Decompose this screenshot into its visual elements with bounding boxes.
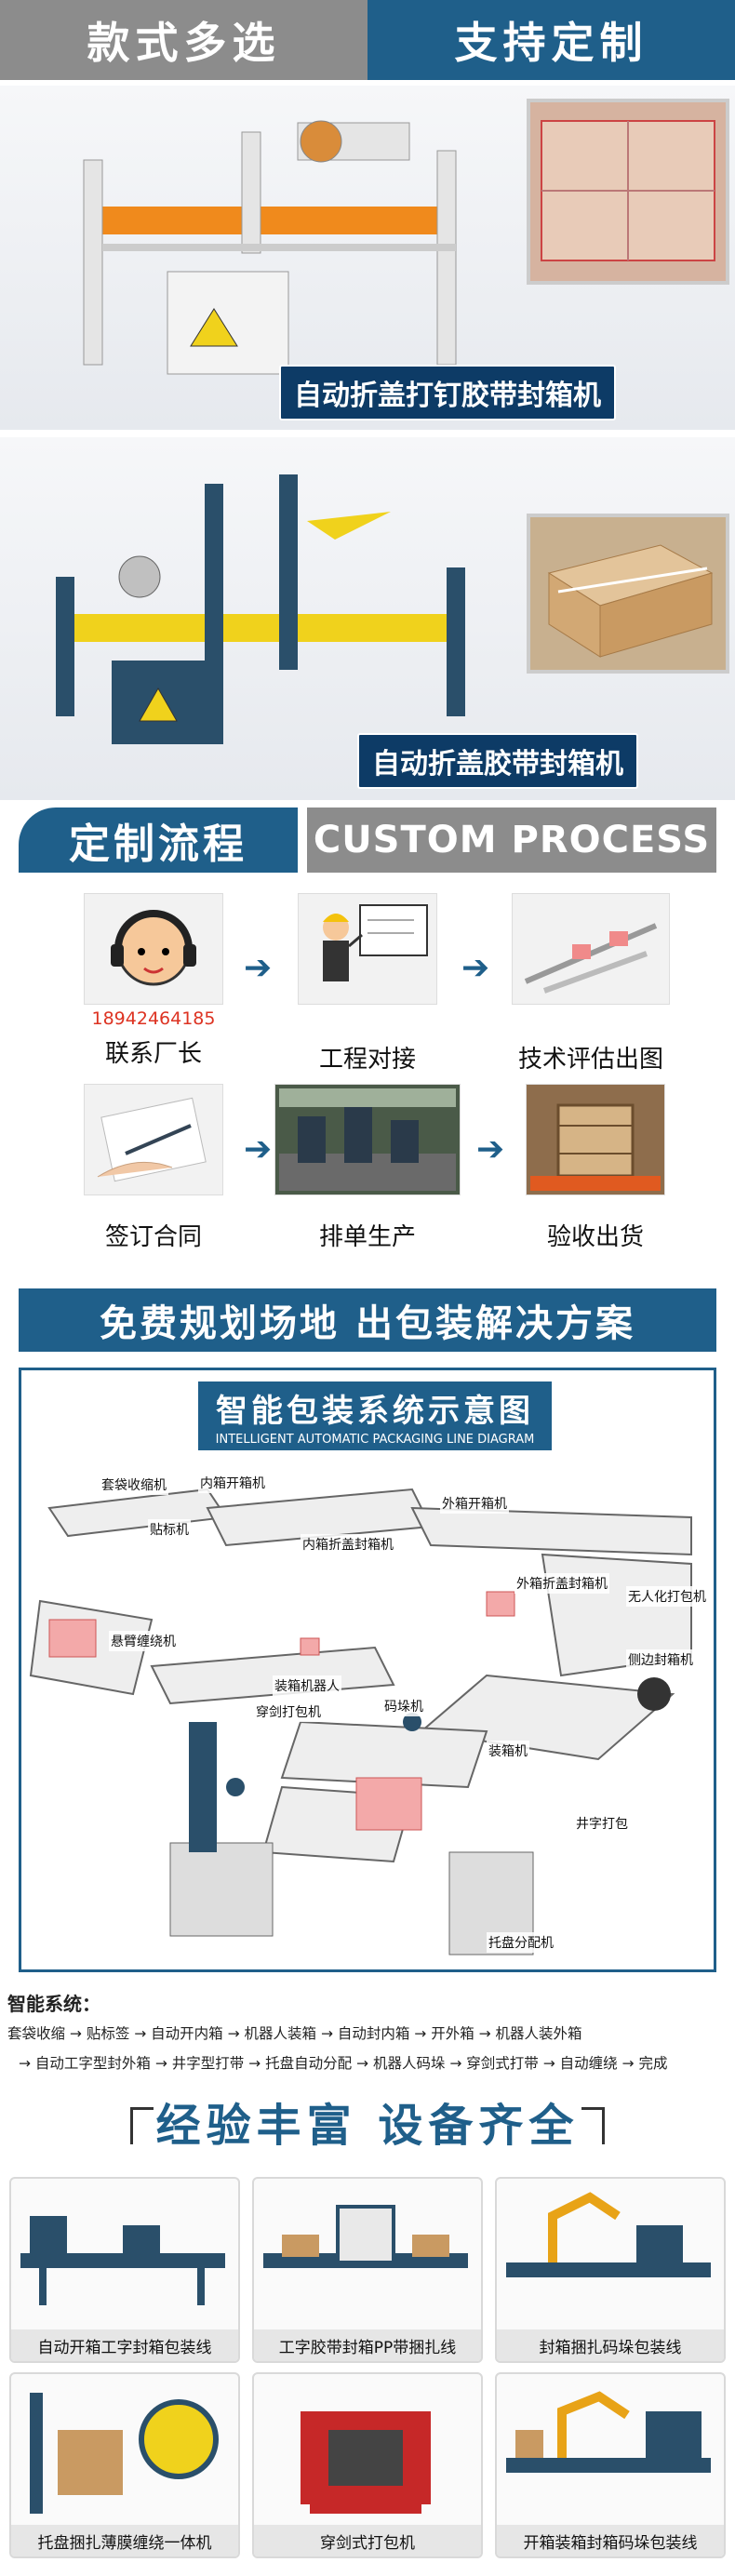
machine-illustration-1: [83, 120, 457, 375]
machine-illustration-2: [56, 474, 465, 744]
diagram-label: 码垛机: [382, 1696, 425, 1716]
diagram-title-box: 智能包装系统示意图 INTELLIGENT AUTOMATIC PACKAGIN…: [198, 1381, 552, 1450]
diagram-label: 外箱折盖封箱机: [514, 1573, 609, 1594]
packaging-line-diagram: 智能包装系统示意图 INTELLIGENT AUTOMATIC PACKAGIN…: [19, 1368, 716, 1972]
machine-label-2: 自动折盖胶带封箱机: [357, 733, 638, 789]
banner-right-text: 支持定制: [368, 0, 735, 80]
solution-bar: 免费规划场地 出包装解决方案: [19, 1288, 716, 1352]
product-card: 托盘捆扎薄膜缠绕一体机: [9, 2372, 240, 2558]
diagram-label: 无人化打包机: [626, 1586, 708, 1607]
banner-left-text: 款式多选: [0, 0, 368, 80]
arrow-right-icon: ➔: [244, 949, 273, 987]
step-label-assessment: 技术评估出图: [517, 1046, 663, 1074]
diagram-title: 智能包装系统示意图: [216, 1393, 534, 1430]
diagram-label: 井字打包: [574, 1813, 630, 1834]
step-label-contract: 签订合同: [104, 1223, 202, 1251]
step-engineering: 工程对接: [288, 893, 447, 1074]
machine-label-1: 自动折盖打钉胶带封箱机: [279, 365, 616, 420]
machine-panel-2: 自动折盖胶带封箱机: [0, 437, 735, 800]
system-flow-line-1: 套袋收缩 → 贴标签 → 自动开内箱 → 机器人装箱 → 自动封内箱 → 开外箱…: [7, 2025, 582, 2042]
diagram-label: 内箱折盖封箱机: [301, 1534, 395, 1555]
arrow-right-icon: ➔: [476, 1130, 505, 1168]
top-banner: 款式多选 支持定制: [0, 0, 735, 80]
step-assessment: 技术评估出图: [502, 893, 679, 1074]
carton-photo-2: [527, 514, 729, 674]
process-header-en: CUSTOM PROCESS: [307, 808, 716, 873]
step-label-production: 排单生产: [318, 1223, 416, 1251]
arrow-right-icon: ➔: [461, 949, 490, 987]
diagram-subtitle: INTELLIGENT AUTOMATIC PACKAGING LINE DIA…: [215, 1433, 535, 1447]
step-label-delivery: 验收出货: [546, 1223, 644, 1251]
product-label: 托盘捆扎薄膜缠绕一体机: [11, 2525, 238, 2556]
diagram-label: 穿剑打包机: [254, 1702, 323, 1722]
diagram-label: 装箱机器人: [273, 1675, 341, 1696]
step-label-engineering: 工程对接: [318, 1046, 416, 1074]
step-contract: 签订合同: [74, 1084, 233, 1252]
product-label: 封箱捆扎码垛包装线: [497, 2329, 724, 2361]
process-header-cn: 定制流程: [19, 808, 298, 873]
headset-avatar-icon: [84, 893, 223, 1005]
diagram-label: 托盘分配机: [487, 1932, 555, 1953]
product-card: 开箱装箱封箱码垛包装线: [495, 2372, 726, 2558]
shipping-crate-icon: [526, 1084, 665, 1195]
product-label: 工字胶带封箱PP带捆扎线: [254, 2329, 481, 2361]
carton-photo-1: [527, 99, 729, 285]
diagram-label: 外箱开箱机: [440, 1493, 509, 1514]
contact-phone: 18942464185: [91, 1008, 216, 1029]
layout-drawing-icon: [512, 893, 670, 1005]
signing-hand-icon: [84, 1084, 223, 1195]
diagram-label: 套袋收缩机: [100, 1475, 168, 1495]
experience-title: 经验丰富 设备齐全: [154, 2084, 581, 2158]
engineer-presentation-icon: [298, 893, 437, 1005]
system-flow-line-2: → 自动工字型封外箱 → 井字型打带 → 托盘自动分配 → 机器人码垛 → 穿剑…: [19, 2055, 668, 2072]
product-card: 工字胶带封箱PP带捆扎线: [252, 2177, 483, 2363]
product-label: 穿剑式打包机: [254, 2525, 481, 2556]
diagram-label: 侧边封箱机: [626, 1649, 695, 1670]
diagram-label: 贴标机: [148, 1519, 191, 1540]
step-production: 排单生产: [270, 1084, 465, 1252]
arrow-right-icon: ➔: [244, 1130, 273, 1168]
system-title: 智能系统：: [7, 1993, 100, 2015]
diagram-label: 悬臂缠绕机: [109, 1631, 178, 1651]
product-label: 自动开箱工字封箱包装线: [11, 2329, 238, 2361]
machine-panel-1: 自动折盖打钉胶带封箱机: [0, 86, 735, 430]
factory-floor-icon: [274, 1084, 461, 1195]
diagram-label: 装箱机: [487, 1741, 529, 1761]
line-layout-illustration: [29, 1488, 692, 1955]
process-header: 定制流程 CUSTOM PROCESS: [19, 808, 716, 873]
step-label-contact: 联系厂长: [104, 1040, 202, 1068]
product-card: 自动开箱工字封箱包装线: [9, 2177, 240, 2363]
diagram-label: 内箱开箱机: [198, 1473, 267, 1493]
step-contact: 18942464185 联系厂长: [74, 893, 233, 1069]
product-label: 开箱装箱封箱码垛包装线: [497, 2525, 724, 2556]
step-delivery: 验收出货: [516, 1084, 675, 1252]
product-card: 穿剑式打包机: [252, 2372, 483, 2558]
product-card: 封箱捆扎码垛包装线: [495, 2177, 726, 2363]
